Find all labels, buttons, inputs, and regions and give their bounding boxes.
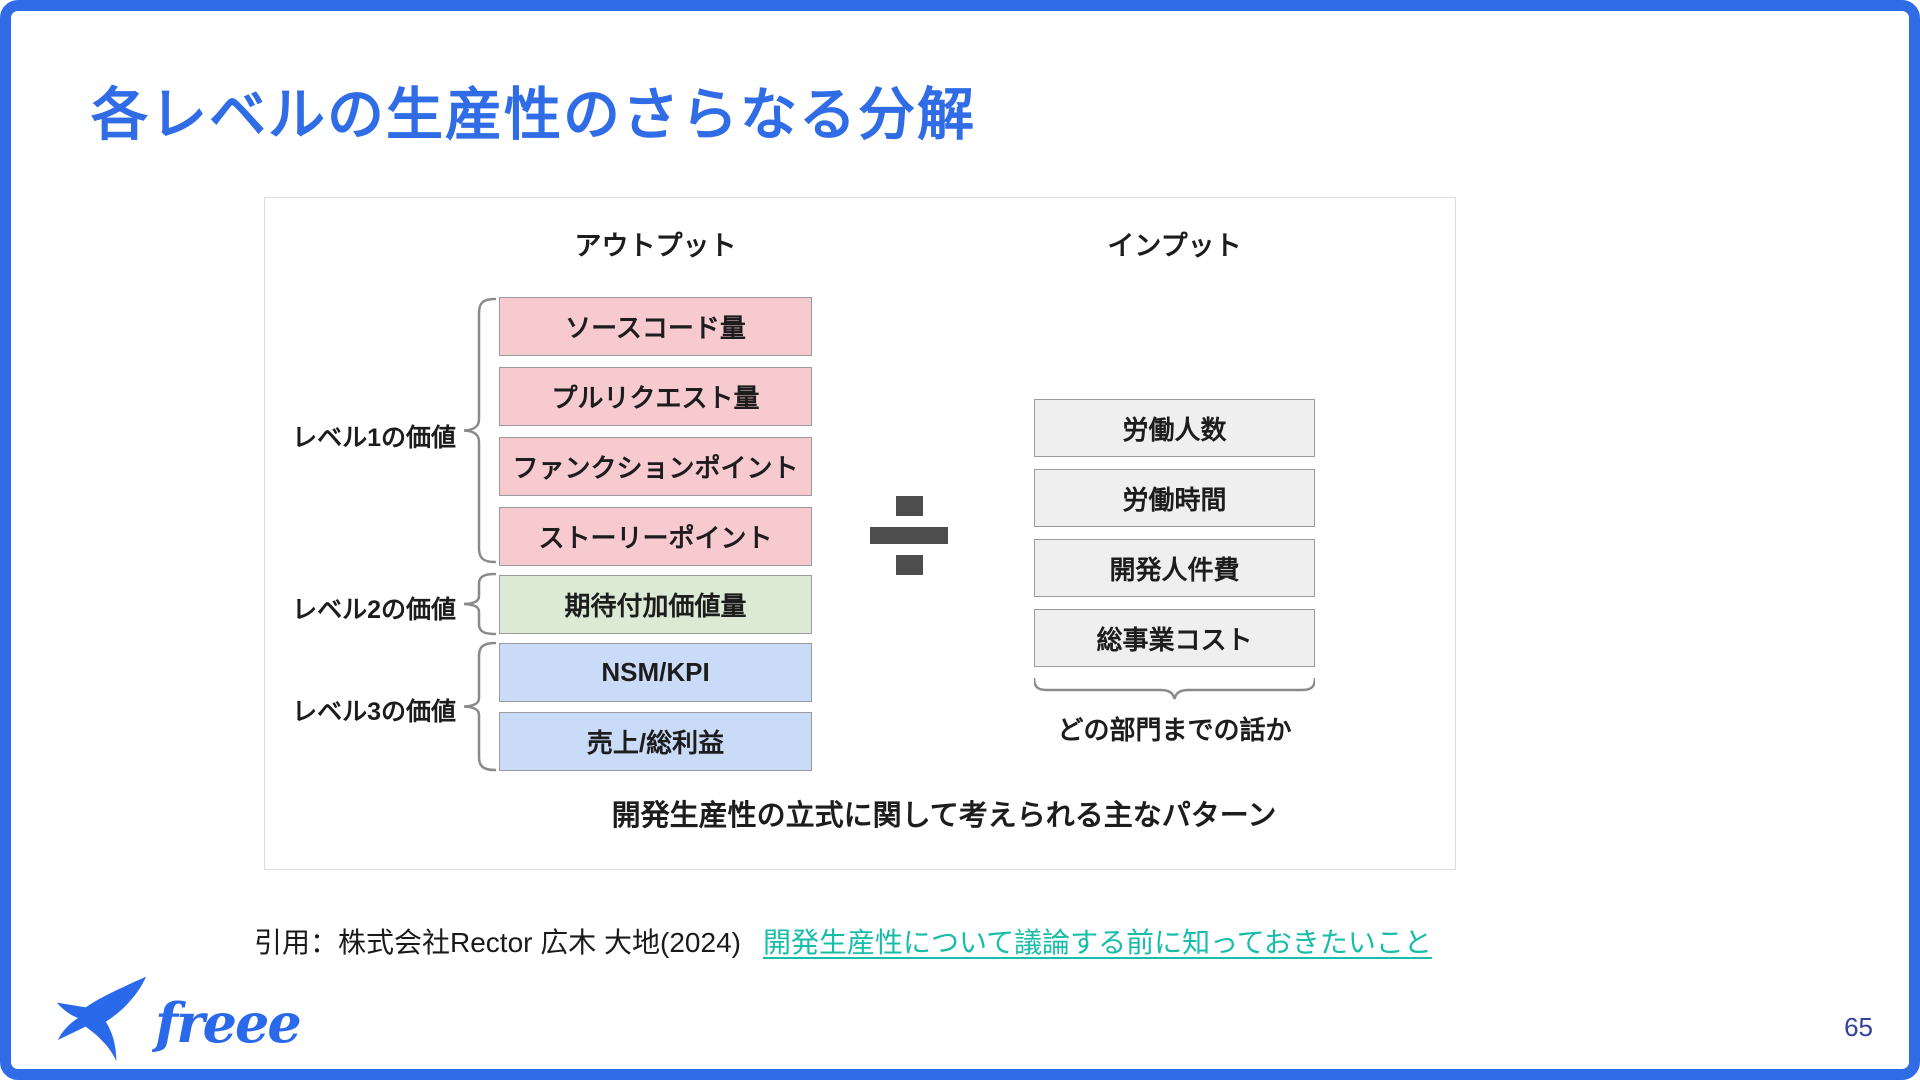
output-column-header: アウトプット bbox=[574, 231, 737, 261]
output-box-source-code: ソースコード量 bbox=[499, 297, 812, 356]
level1-label: レベル1の価値 bbox=[292, 424, 456, 452]
diagram-panel: アウトプット インプット レベル1の価値 レベル2の価値 レベル3の価値 ソース… bbox=[264, 197, 1456, 870]
input-scope-brace-icon bbox=[1034, 678, 1315, 702]
input-box-workers: 労働人数 bbox=[1034, 399, 1315, 457]
level1-brace-icon bbox=[462, 297, 496, 564]
freee-logo-text: freee bbox=[155, 990, 302, 1055]
input-box-dev-labor-cost: 開発人件費 bbox=[1034, 539, 1315, 597]
level3-brace-icon bbox=[462, 641, 496, 772]
citation-prefix: 引用：株式会社Rector 広木 大地(2024) bbox=[254, 927, 741, 958]
level2-label: レベル2の価値 bbox=[292, 596, 456, 624]
citation-link[interactable]: 開発生産性について議論する前に知っておきたいこと bbox=[762, 927, 1432, 958]
output-box-function-point: ファンクションポイント bbox=[499, 437, 812, 496]
output-box-expected-value: 期待付加価値量 bbox=[499, 575, 812, 634]
page-number: 65 bbox=[1844, 1012, 1873, 1042]
input-box-total-biz-cost: 総事業コスト bbox=[1034, 609, 1315, 667]
level2-brace-icon bbox=[462, 572, 496, 636]
swallow-bird-icon bbox=[53, 969, 149, 1070]
level3-label: レベル3の価値 bbox=[292, 698, 456, 726]
citation: 引用：株式会社Rector 広木 大地(2024) 開発生産性について議論する前に… bbox=[254, 921, 1432, 961]
input-scope-note: どの部門までの話か bbox=[1057, 715, 1292, 745]
output-box-nsm-kpi: NSM/KPI bbox=[499, 643, 812, 702]
output-box-revenue-profit: 売上/総利益 bbox=[499, 712, 812, 771]
divide-icon bbox=[870, 496, 948, 575]
diagram-caption: 開発生産性の立式に関して考えられる主なパターン bbox=[611, 800, 1277, 832]
freee-logo: freee bbox=[53, 969, 302, 1070]
output-box-pull-request: プルリクエスト量 bbox=[499, 367, 812, 426]
slide-title: 各レベルの生産性のさらなる分解 bbox=[91, 83, 976, 147]
input-box-work-hours: 労働時間 bbox=[1034, 469, 1315, 527]
input-column-header: インプット bbox=[1107, 231, 1242, 261]
output-box-story-point: ストーリーポイント bbox=[499, 507, 812, 566]
